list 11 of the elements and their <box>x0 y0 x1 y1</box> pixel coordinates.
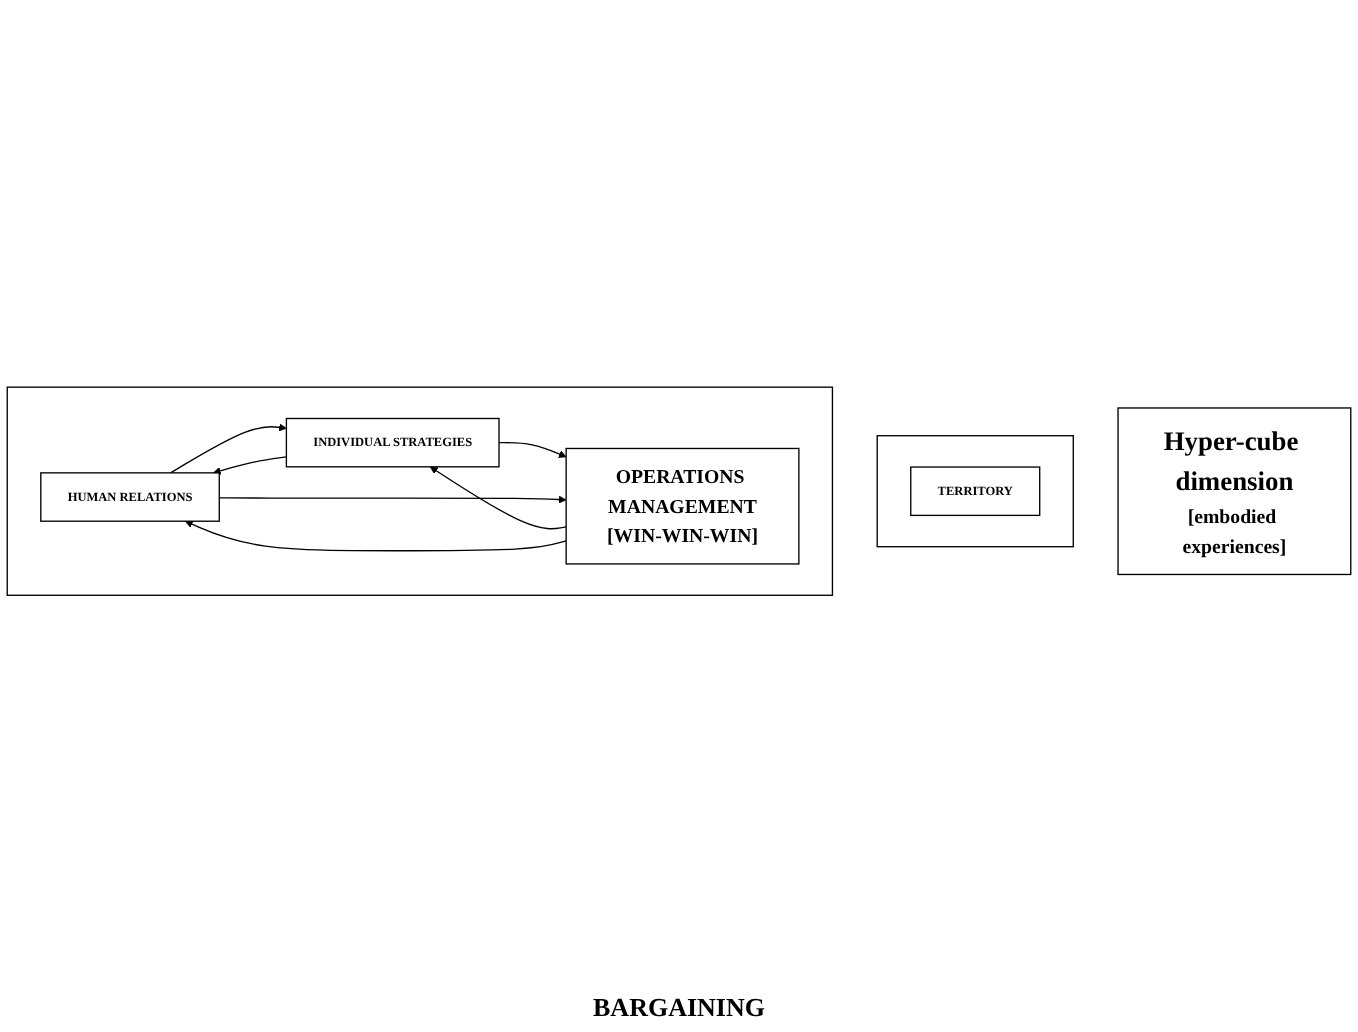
node-box: OPERATIONS MANAGEMENT [WIN-WIN-WIN] <box>565 448 800 566</box>
cluster <box>876 435 1074 549</box>
arrow <box>213 457 288 476</box>
arrow <box>218 496 567 505</box>
arrow <box>169 424 287 475</box>
arrow <box>184 521 567 553</box>
arrow <box>429 467 567 531</box>
arrow <box>498 442 567 459</box>
node-box: Hyper-cube dimension [embodied experiences] <box>1117 408 1352 576</box>
note-text: BARGAINING <box>593 992 765 1024</box>
cluster <box>6 387 834 597</box>
